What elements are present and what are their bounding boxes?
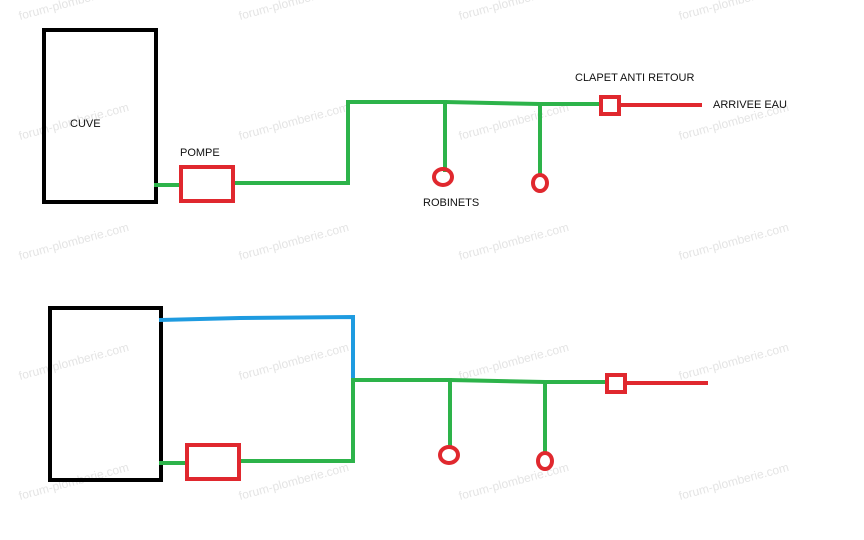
- tap-top-2: [531, 173, 549, 193]
- pipe-pump-main-bottom: [238, 378, 608, 463]
- watermark-text: forum-plomberie.com: [237, 340, 350, 383]
- watermark-text: forum-plomberie.com: [17, 220, 130, 263]
- watermark-text: forum-plomberie.com: [457, 0, 570, 23]
- watermark-text: forum-plomberie.com: [17, 0, 130, 23]
- tap-bottom-1: [438, 445, 460, 465]
- watermark-text: forum-plomberie.com: [677, 460, 790, 503]
- watermark-text: forum-plomberie.com: [677, 220, 790, 263]
- taps-label: ROBINETS: [423, 197, 479, 209]
- green-pipes-top: [154, 100, 602, 187]
- check-valve-top: [599, 95, 621, 116]
- watermark-text: forum-plomberie.com: [457, 340, 570, 383]
- diagram-bottom: [48, 306, 708, 482]
- water-inlet-label: ARRIVEE EAU: [713, 99, 787, 111]
- check-valve-label: CLAPET ANTI RETOUR: [575, 72, 694, 84]
- watermark-text: forum-plomberie.com: [457, 100, 570, 143]
- watermark-text: forum-plomberie.com: [237, 460, 350, 503]
- watermark-text: forum-plomberie.com: [17, 340, 130, 383]
- tank-label: CUVE: [70, 118, 101, 130]
- watermark-text: forum-plomberie.com: [237, 0, 350, 23]
- green-pipes-bottom: [159, 378, 608, 465]
- pipe-blue-bypass: [158, 314, 355, 382]
- tap-bottom-2: [536, 451, 554, 471]
- diagram-top: CUVE POMPE ROBINETS CLAPET ANTI RETOUR A…: [42, 28, 787, 209]
- watermark-text: forum-plomberie.com: [677, 340, 790, 383]
- check-valve-bottom: [605, 373, 627, 394]
- tap-top-1: [432, 167, 454, 187]
- watermark-text: forum-plomberie.com: [677, 0, 790, 23]
- watermark-text: forum-plomberie.com: [457, 220, 570, 263]
- tank-bottom: [48, 306, 163, 482]
- pump-label: POMPE: [180, 147, 220, 159]
- watermark-text: forum-plomberie.com: [237, 220, 350, 263]
- tank-top: [42, 28, 158, 204]
- watermark-text: forum-plomberie.com: [457, 460, 570, 503]
- pump-bottom: [185, 443, 241, 481]
- watermark-text: forum-plomberie.com: [237, 100, 350, 143]
- pump-top: [179, 165, 235, 203]
